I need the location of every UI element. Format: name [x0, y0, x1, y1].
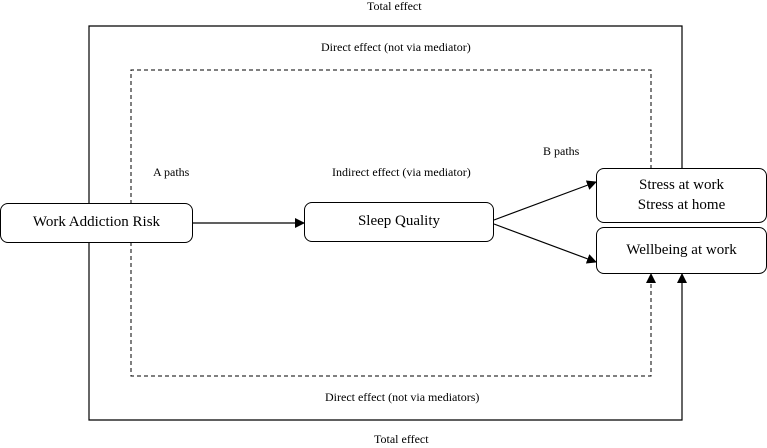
direct-effect-top-label: Direct effect (not via mediator) — [321, 40, 471, 54]
work-addiction-risk-node: Work Addiction Risk — [0, 203, 193, 243]
sleep-quality-label: Sleep Quality — [357, 213, 441, 230]
b-path-arrow-stress — [493, 180, 597, 221]
stress-outcome-node: Stress at work Stress at home — [596, 168, 767, 223]
total-effect-bottom-label: Total effect — [374, 432, 429, 446]
stress-at-work-label: Stress at work — [639, 177, 724, 193]
b-path-arrow-wellbeing — [493, 223, 597, 264]
wellbeing-at-work-label: Wellbeing at work — [626, 241, 737, 258]
indirect-effect-label: Indirect effect (via mediator) — [332, 165, 471, 179]
work-addiction-risk-label: Work Addiction Risk — [32, 214, 161, 231]
direct-effect-bottom-label: Direct effect (not via mediators) — [325, 390, 480, 404]
sleep-quality-node: Sleep Quality — [304, 202, 494, 242]
direct-effect-bottom-path — [130, 242, 656, 377]
wellbeing-outcome-node: Wellbeing at work — [596, 227, 767, 274]
stress-at-home-label: Stress at home — [637, 196, 726, 213]
total-effect-top-path — [88, 25, 687, 204]
direct-effect-top-path — [130, 69, 656, 204]
a-paths-label: A paths — [153, 165, 190, 179]
total-effect-top-label: Total effect — [367, 0, 422, 13]
b-paths-label: B paths — [543, 144, 580, 158]
total-effect-bottom-path — [88, 242, 687, 421]
